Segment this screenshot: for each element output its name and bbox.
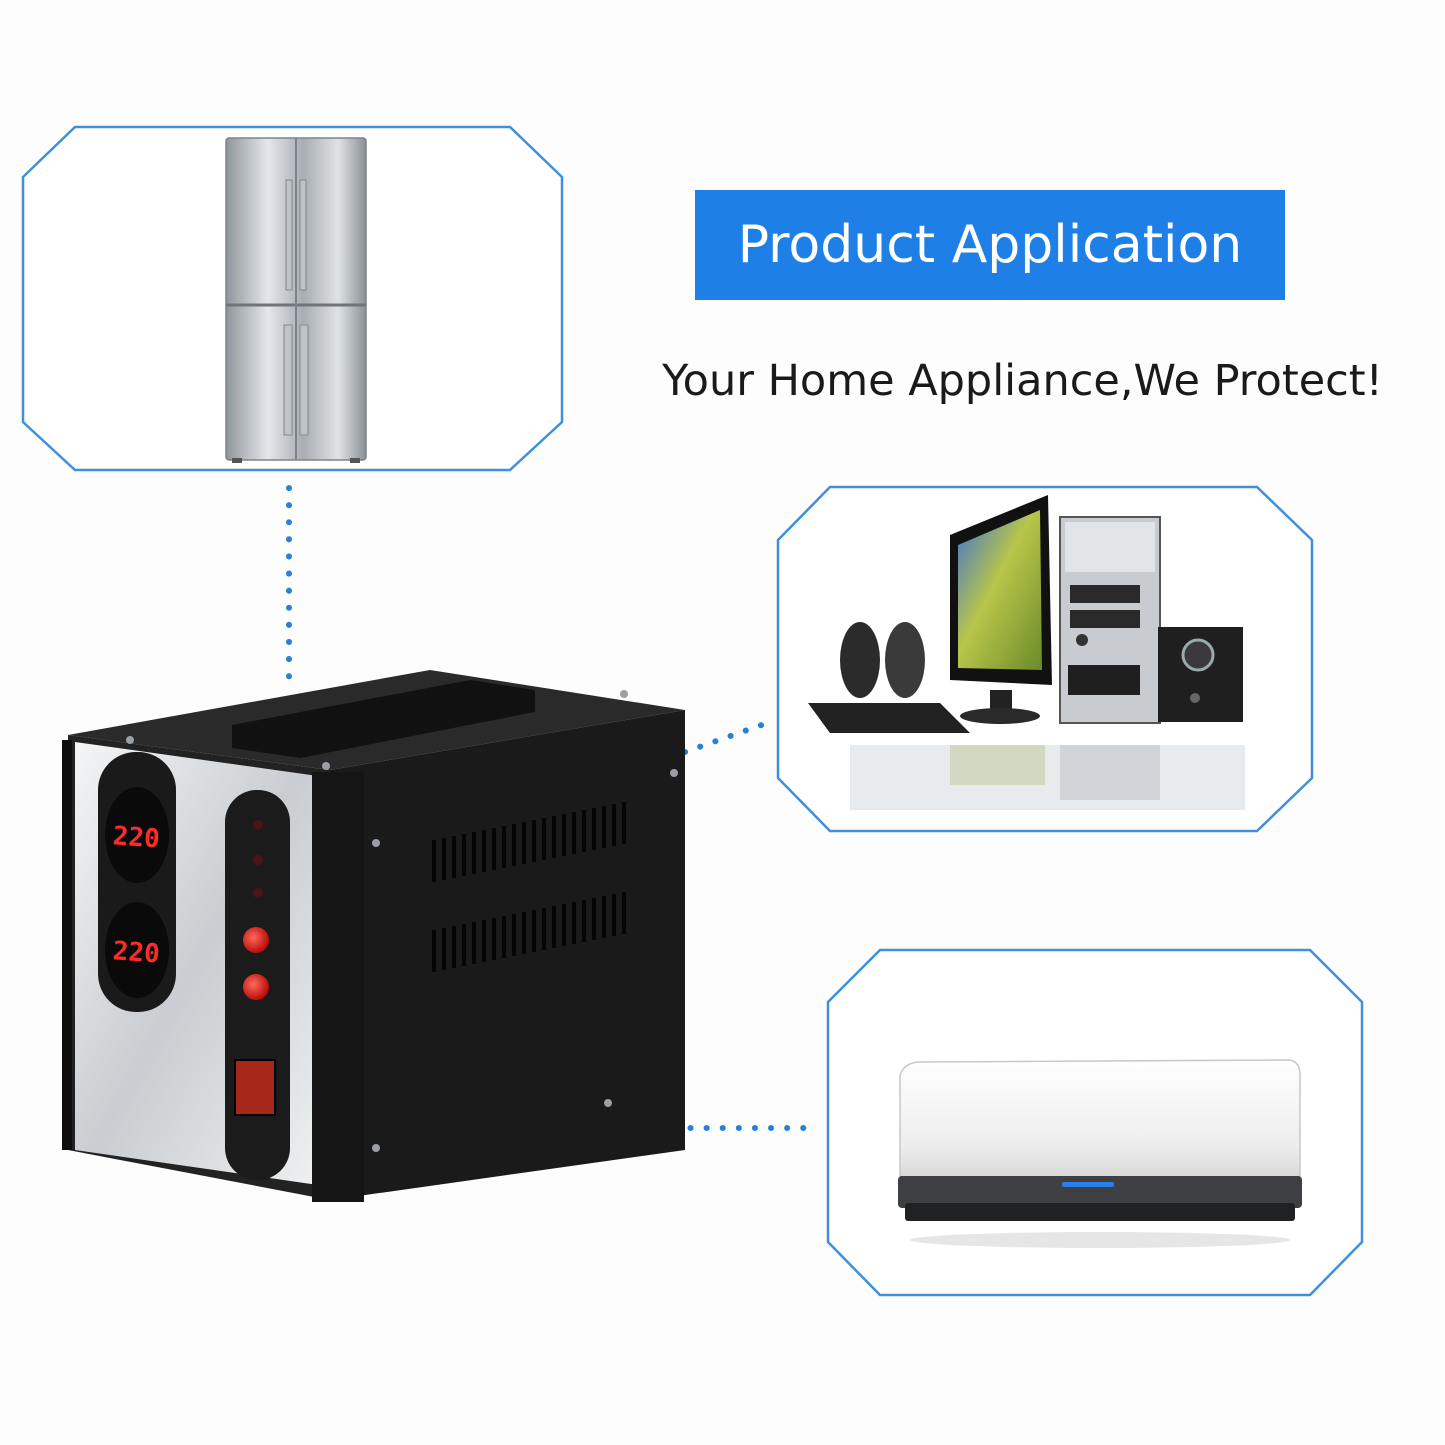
voltage-stabilizer: 220 220 (62, 670, 685, 1202)
reset-button[interactable] (243, 927, 269, 953)
title-banner: Product Application (695, 190, 1285, 300)
display-top-readout: 220 (112, 821, 161, 854)
tagline: Your Home Appliance,We Protect! (662, 356, 1383, 406)
delay-button[interactable] (243, 974, 269, 1000)
page-title: Product Application (737, 215, 1243, 275)
computer-set-icon (808, 495, 1245, 810)
power-switch[interactable] (234, 1059, 276, 1116)
display-bottom-readout: 220 (112, 936, 161, 969)
air-conditioner-icon (898, 1059, 1302, 1248)
connector-computer (682, 719, 773, 755)
refrigerator-icon (225, 137, 367, 463)
